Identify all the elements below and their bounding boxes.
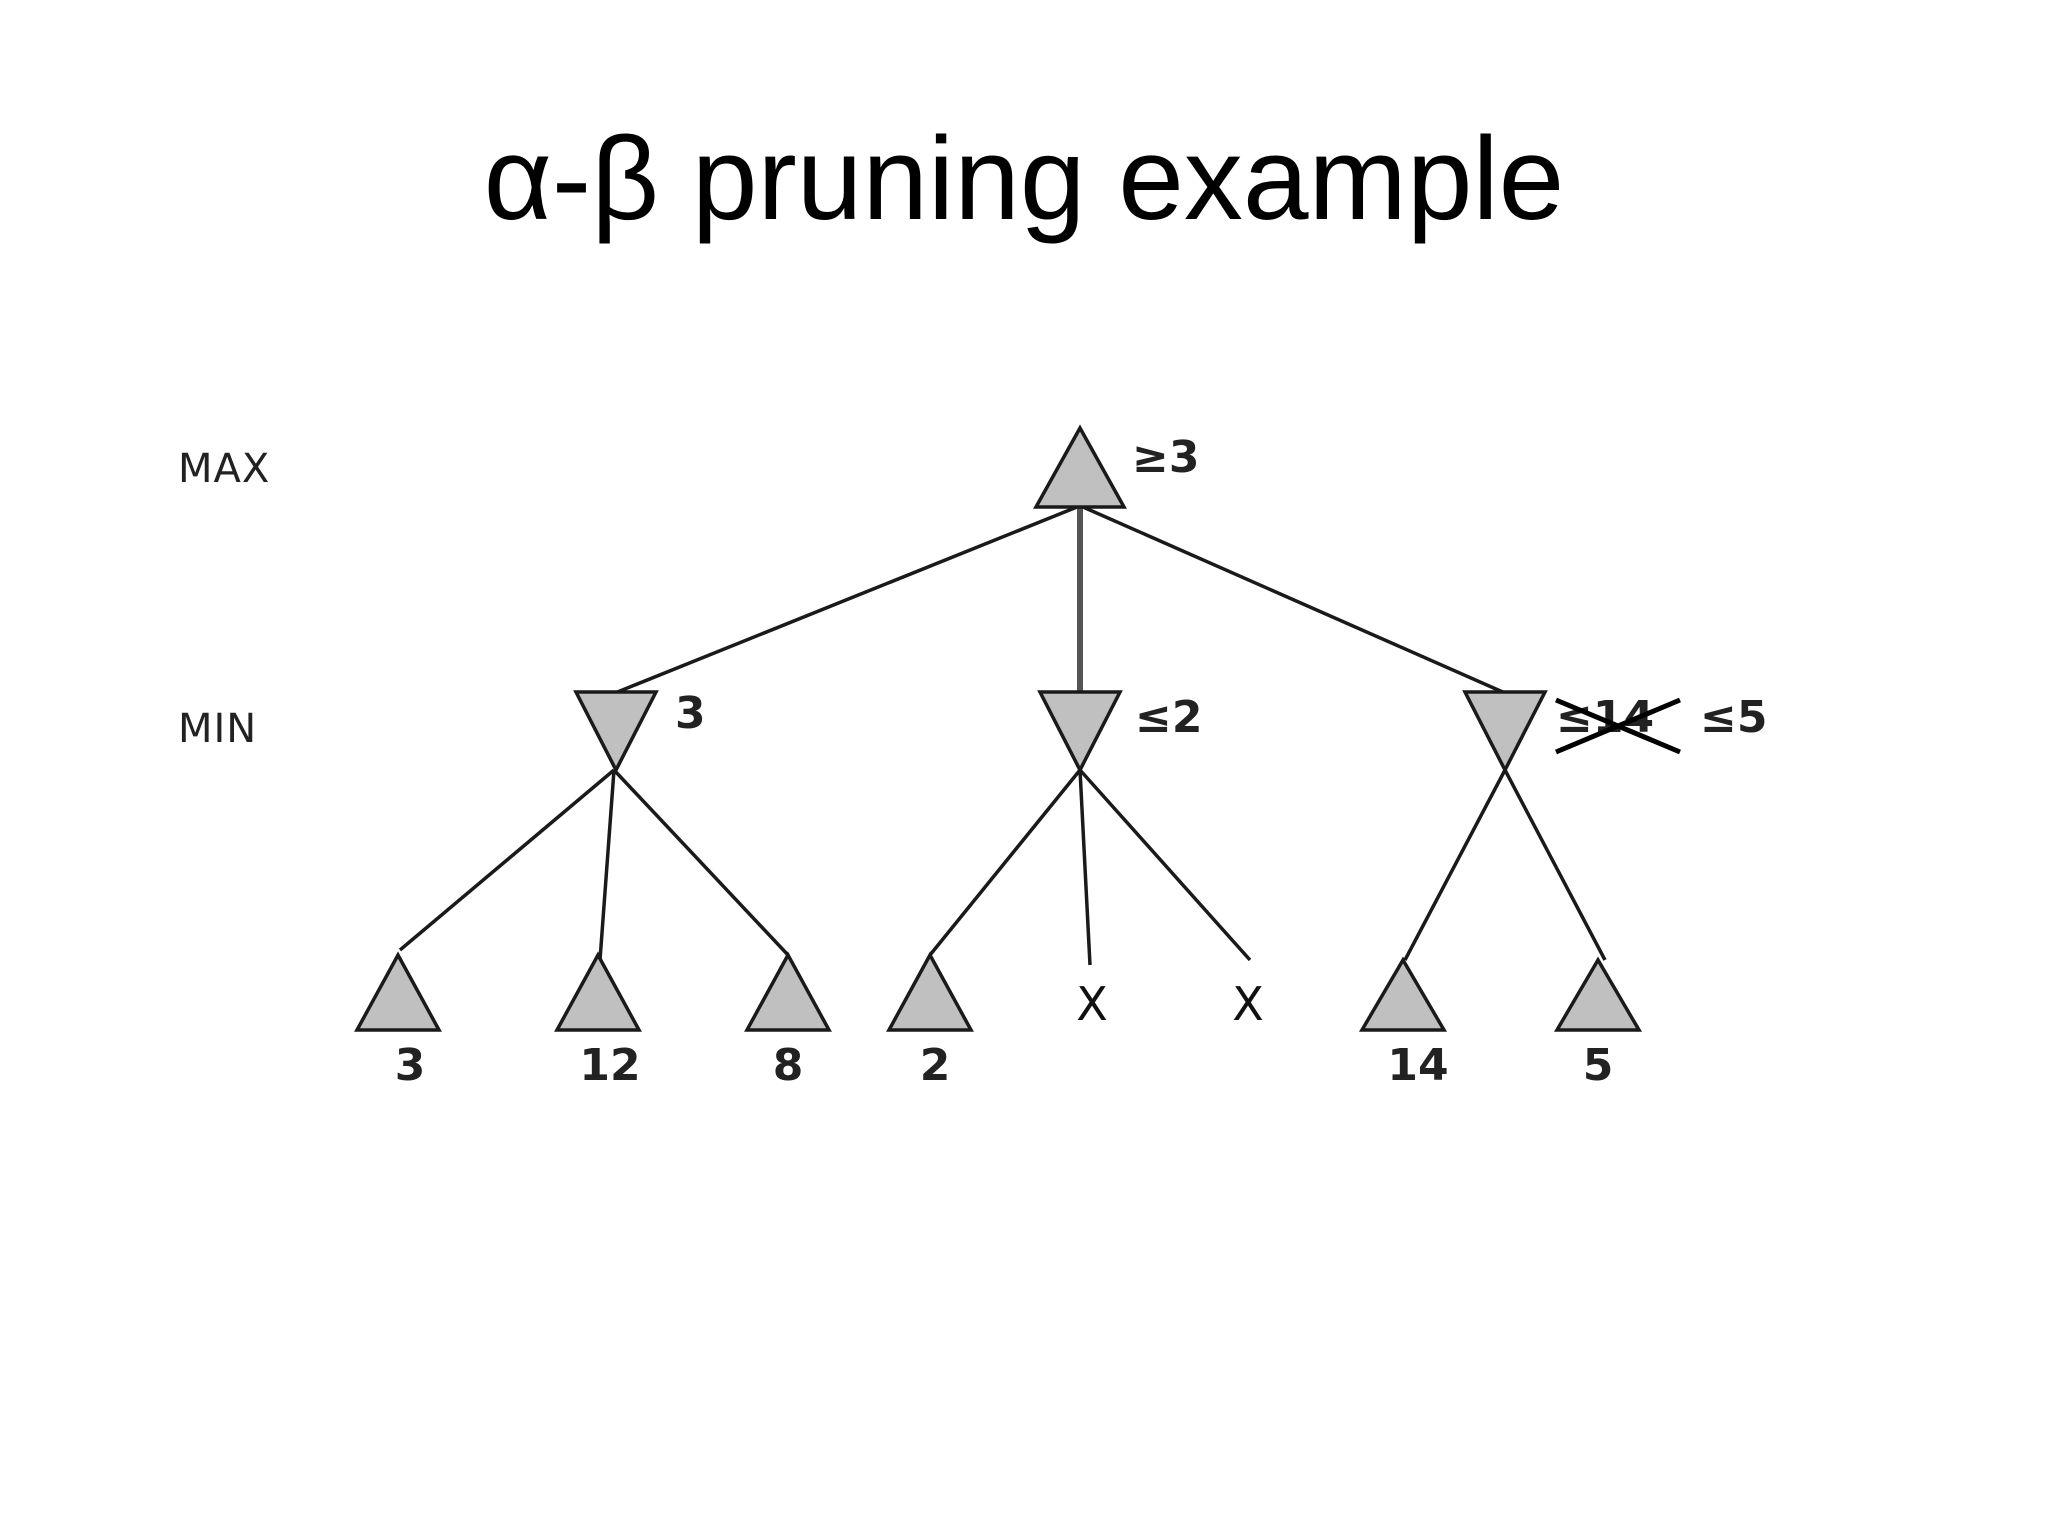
leaf-node-4 — [886, 951, 974, 1032]
root-bound-label: ≥3 — [1132, 432, 1199, 483]
leaf-4-value: 2 — [920, 1040, 951, 1091]
edge-min1-leaf3 — [612, 768, 790, 957]
min-node-3-struck-bound: ≤14 — [1555, 692, 1681, 755]
pruned-marker-1: X — [1076, 977, 1108, 1031]
leaf-node-1 — [354, 951, 442, 1032]
leaf-1-value: 3 — [395, 1040, 426, 1091]
leaf-5-value: 14 — [1387, 1040, 1448, 1091]
leaf-node-6 — [1553, 956, 1643, 1032]
edge-min3-leaf5 — [1403, 769, 1507, 961]
edge-root-min1 — [614, 505, 1078, 695]
min-node-1 — [573, 690, 659, 774]
min-node-1-value: 3 — [675, 688, 706, 739]
max-level-label: MAX — [178, 446, 271, 492]
edge-min2-pruned1 — [1078, 769, 1092, 966]
leaf-node-3 — [744, 951, 832, 1032]
min-node-2-bound: ≤2 — [1135, 692, 1202, 743]
leaf-node-5 — [1358, 956, 1448, 1032]
leaf-2-value: 12 — [579, 1040, 640, 1091]
edge-root-min3 — [1082, 505, 1506, 695]
min-node-3 — [1462, 690, 1548, 774]
min-node-2 — [1037, 690, 1123, 774]
pruned-marker-2: X — [1232, 977, 1264, 1031]
min-level-label: MIN — [178, 706, 258, 752]
edge-min1-leaf1 — [398, 768, 616, 952]
max-root-node — [1033, 424, 1127, 509]
strike-line-b — [1555, 697, 1681, 755]
leaf-6-value: 5 — [1583, 1040, 1614, 1091]
edge-min2-leaf4 — [928, 768, 1082, 957]
min-node-3-new-bound: ≤5 — [1700, 692, 1767, 743]
leaf-3-value: 8 — [773, 1040, 804, 1091]
slide-title: α-β pruning example — [483, 113, 1565, 245]
leaf-node-2 — [554, 951, 642, 1032]
edge-min2-pruned2 — [1078, 768, 1252, 962]
edge-min3-leaf6 — [1503, 769, 1607, 961]
edge-min1-leaf2 — [598, 769, 616, 961]
